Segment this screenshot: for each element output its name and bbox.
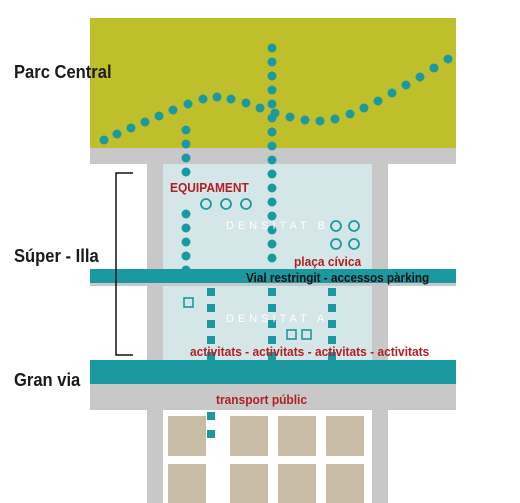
gran-via-label: Gran via	[14, 370, 81, 390]
gran-via-road	[90, 360, 456, 384]
densitat-a-label: DENSITAT A	[226, 313, 329, 325]
placa-civica-rings	[330, 220, 360, 250]
super-illa-label: Súper - Illa	[14, 246, 99, 266]
open-square-markers	[183, 297, 312, 340]
left-vertical-path	[181, 125, 191, 275]
super-illa-bracket	[115, 172, 133, 356]
building	[230, 464, 268, 503]
parc-central-label: Parc Central	[14, 62, 112, 82]
densitat-b-label: DENSITAT B	[226, 220, 329, 232]
gran-via-sidewalk	[90, 384, 456, 410]
equipament-label: EQUIPAMENT	[170, 180, 249, 195]
block-densitat-b	[163, 164, 372, 270]
vial-restringit-road	[90, 269, 456, 283]
buildings	[168, 416, 364, 503]
transport-public-label: transport públic	[216, 392, 308, 407]
building	[168, 416, 206, 456]
activity-squares	[207, 288, 336, 438]
activitats-label: activitats - activitats - activitats - a…	[190, 344, 430, 359]
building	[326, 464, 364, 503]
park-wavy-path	[99, 54, 453, 145]
central-vertical-path	[267, 43, 277, 263]
building	[326, 416, 364, 456]
building	[168, 464, 206, 503]
building	[230, 416, 268, 456]
block-densitat-a	[163, 284, 372, 360]
placa-civica-label: plaça cívica	[294, 254, 362, 269]
building	[278, 416, 316, 456]
equipament-rings	[200, 198, 252, 210]
vial-restringit-edge	[90, 283, 456, 286]
vial-restringit-label: Vial restringit - accessos pàrking	[246, 270, 430, 285]
building	[278, 464, 316, 503]
